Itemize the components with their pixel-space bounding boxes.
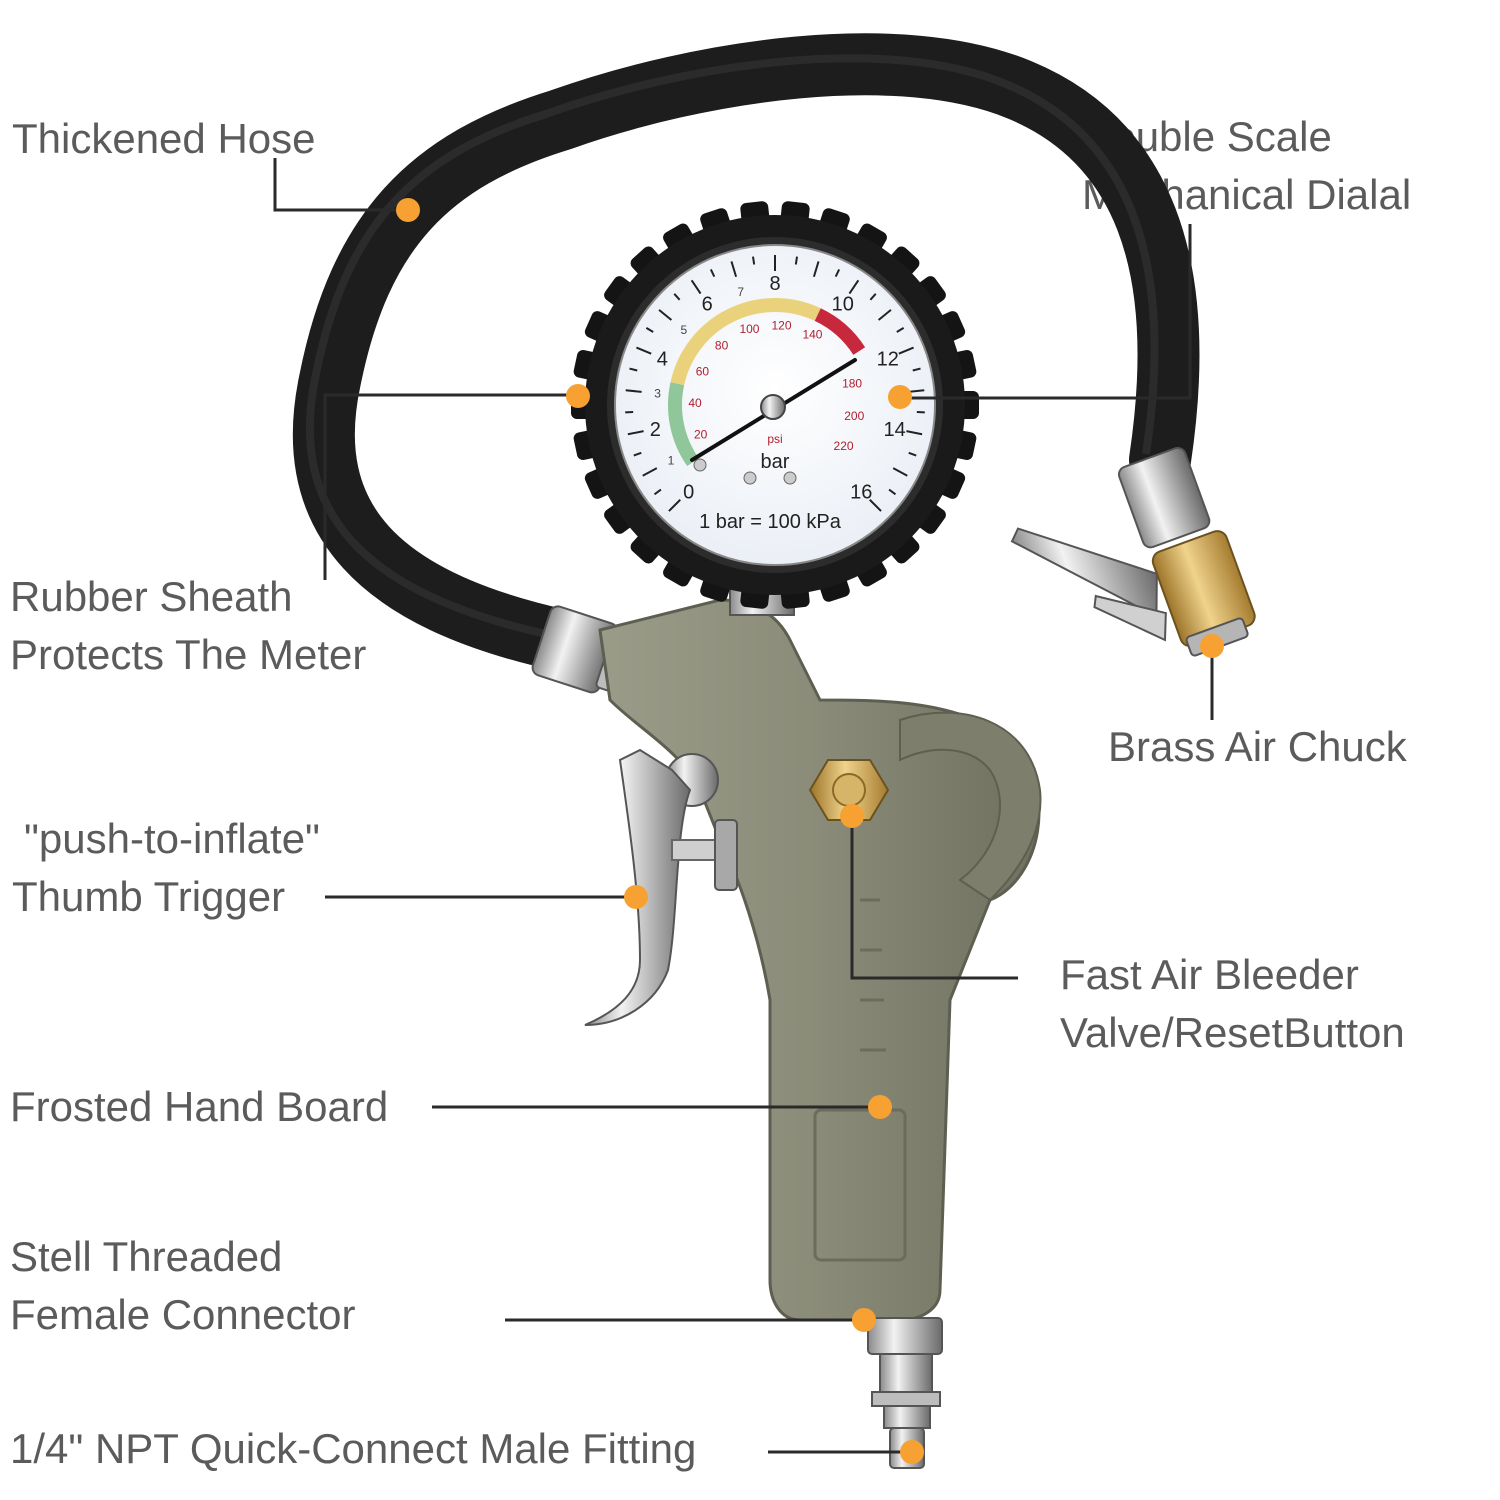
gauge-bar-label: 4 [657,348,668,370]
gauge-tick [794,256,798,265]
label-thumb-trigger: "push-to-inflate" Thumb Trigger [12,815,320,920]
gauge-bar-minor-label: 3 [654,386,661,400]
female-connector [867,1317,943,1355]
gauge-tick [629,367,638,372]
gauge-tick [690,279,702,295]
male-fitting [871,1353,941,1469]
hose-ferrule-right [1117,446,1211,549]
gauge-bar-minor-label: 1 [668,454,675,468]
gauge-major-ticks [625,255,925,512]
gauge-psi-label: 140 [802,327,822,341]
gauge-bar-minor-label: 7 [737,285,744,299]
gauge-psi-label: 40 [688,396,702,410]
hose [292,33,1200,671]
gauge-psi-label: 220 [834,439,854,453]
label-rubber-sheath: Rubber Sheath Protects The Meter [10,573,367,678]
gauge-needle-hub [760,394,786,420]
marker-sheath [566,384,590,408]
gauge-bar-label: 10 [832,294,854,316]
gauge-psi-label: 20 [694,428,708,442]
leader-line-dial [900,224,1192,400]
bleeder-valve [808,759,890,821]
label-frosted-hand-board: Frosted Hand Board [10,1083,389,1130]
label-thickened-hose: Thickened Hose [12,115,316,162]
gauge-tick [709,268,716,278]
leader-line-bleeder [850,815,1018,980]
gauge-bar-label: 12 [877,348,899,370]
gauge-unit-bar: bar [761,451,790,473]
gauge-tick [673,293,681,301]
gauge-psi-label: 180 [842,377,862,391]
gauge-bar-label: 2 [650,419,661,441]
gauge-tick [730,261,738,278]
marker-fitting [900,1440,924,1464]
gauge-tick [642,467,658,477]
gauge-psi-label: 80 [715,338,729,352]
gauge-tick [877,309,892,321]
leader-line-sheath [323,393,578,580]
gauge-psi-label: 60 [696,364,710,378]
gauge-conversion-text: 1 bar = 100 kPa [699,511,842,533]
gauge-tick [848,279,860,295]
callout-markers [396,198,1224,1464]
gauge-tick [869,499,882,512]
gauge-tick [627,430,644,436]
gauge-tick [636,346,652,355]
marker-trigger [624,885,648,909]
gauge-tick [812,261,820,278]
marker-chuck [1200,634,1224,658]
gauge-psi-labels: 20 40 60 80 100 120 140 180 200 220 [688,318,864,453]
gauge-tick [912,367,921,372]
marker-connector [852,1308,876,1332]
gauge-tick [625,389,642,393]
gauge-unit-psi: psi [767,432,782,446]
gauge-tick [908,451,917,457]
gauge-psi-label: 100 [739,322,759,336]
gauge-bar-label: 8 [769,273,780,295]
leader-lines [273,158,1214,1454]
gauge-bar-labels: 0 2 4 6 8 10 12 14 16 1 3 5 7 [650,273,906,503]
label-quick-connect-fitting: 1/4" NPT Quick-Connect Male Fitting [10,1425,697,1472]
marker-dial [888,385,912,409]
gauge-tick [645,327,654,333]
gauge-bar-label: 0 [683,481,694,503]
gauge-tick [869,293,877,301]
gauge-tick [892,467,908,477]
leader-line-hose [273,158,408,212]
gauge-tick [888,488,897,496]
marker-hand-board [868,1095,892,1119]
marker-bleeder [840,804,864,828]
gauge-tick [834,268,841,278]
label-brass-air-chuck: Brass Air Chuck [1108,723,1407,770]
gauge-tick [908,389,925,393]
gauge-bar-label: 6 [702,294,713,316]
gauge-tick [906,430,923,436]
gauge-bar-minor-label: 5 [680,323,687,337]
gauge-bar-label: 14 [884,419,906,441]
gauge-psi-label: 120 [771,318,791,332]
gauge-tick [658,309,673,321]
gauge-yellow-zone [670,298,821,386]
gauge-psi-label: 200 [844,409,864,423]
gauge-tick [898,346,914,355]
gauge-tick [752,256,756,265]
label-air-bleeder-valve: Fast Air Bleeder Valve/ResetButton [1060,951,1405,1056]
marker-hose [396,198,420,222]
gauge-red-zone [814,308,866,356]
gauge-tick [896,327,905,333]
thumb-trigger [584,748,738,1026]
gauge-tick [633,451,642,457]
gauge-green-zone [668,382,699,467]
gauge-tick [668,499,681,512]
gauge-bar-label: 16 [850,481,872,503]
gauge-tick [653,488,662,496]
label-female-connector: Stell Threaded Female Connector [10,1233,356,1338]
